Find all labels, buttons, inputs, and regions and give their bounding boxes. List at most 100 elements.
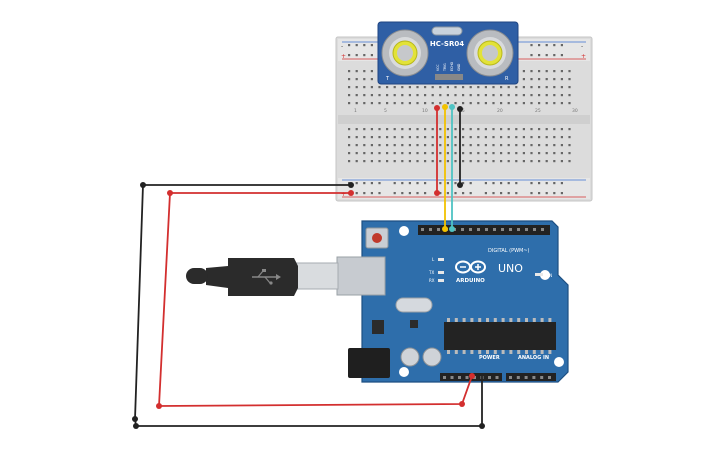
- rail-hole: [560, 44, 563, 47]
- rail-hole: [370, 44, 373, 47]
- breadboard-hole: [431, 160, 434, 163]
- usb-icon: [252, 269, 281, 285]
- breadboard-hole: [500, 86, 503, 89]
- breadboard-hole: [386, 86, 389, 89]
- breadboard-hole: [469, 94, 472, 97]
- breadboard-hole: [484, 102, 487, 105]
- rail-hole: [500, 192, 503, 195]
- rail-hole: [538, 192, 541, 195]
- breadboard-hole: [553, 70, 556, 73]
- breadboard-hole: [454, 160, 457, 163]
- breadboard-hole: [568, 86, 571, 89]
- breadboard-hole: [568, 102, 571, 105]
- breadboard-hole: [355, 78, 358, 81]
- rail-hole: [446, 182, 449, 185]
- breadboard-hole: [568, 94, 571, 97]
- analog-header[interactable]: [506, 373, 556, 381]
- usb-cable[interactable]: [186, 258, 339, 296]
- breadboard-hole: [484, 144, 487, 147]
- breadboard-hole: [446, 136, 449, 139]
- power-pin: [450, 376, 454, 379]
- breadboard-hole: [401, 128, 404, 131]
- chip-leg: [532, 350, 536, 354]
- rail-hole: [416, 192, 419, 195]
- rail-hole: [553, 192, 556, 195]
- rail-hole: [492, 192, 495, 195]
- breadboard-hole: [348, 136, 351, 139]
- chip-leg: [493, 350, 497, 354]
- breadboard-hole: [560, 128, 563, 131]
- breadboard-hole: [348, 78, 351, 81]
- breadboard-hole: [469, 160, 472, 163]
- col-label-30: 30: [572, 108, 578, 114]
- breadboard-hole: [424, 160, 427, 163]
- digital-pin: [461, 228, 464, 231]
- breadboard-hole: [454, 94, 457, 97]
- power-wire[interactable]: [156, 105, 475, 409]
- chip-leg: [486, 350, 489, 354]
- breadboard-hole: [522, 102, 525, 105]
- breadboard-hole: [355, 86, 358, 89]
- breadboard-hole: [355, 128, 358, 131]
- breadboard-hole: [538, 86, 541, 89]
- reset-button[interactable]: [365, 227, 389, 249]
- ground-wire[interactable]: [132, 106, 485, 429]
- breadboard-hole: [507, 86, 510, 89]
- rail-hole: [363, 182, 366, 185]
- digital-pin: [525, 228, 528, 231]
- breadboard-hole: [462, 144, 465, 147]
- rail-hole: [507, 192, 510, 195]
- breadboard-hole: [522, 160, 525, 163]
- arduino-model-label: UNO: [498, 262, 523, 275]
- rail-hole: [370, 192, 373, 195]
- breadboard-hole: [545, 136, 548, 139]
- echo-wire[interactable]: [449, 104, 455, 232]
- breadboard-hole: [568, 70, 571, 73]
- breadboard-hole: [363, 86, 366, 89]
- breadboard-hole: [355, 160, 358, 163]
- analog-pin: [548, 376, 551, 379]
- digital-pin: [437, 228, 440, 231]
- breadboard-hole: [386, 102, 389, 105]
- power-jack[interactable]: [348, 348, 390, 378]
- breadboard-hole: [370, 144, 373, 147]
- rail-hole: [355, 54, 358, 57]
- arduino-uno[interactable]: DIGITAL (PWM~) L TX RX UNO ARDUINO ON: [336, 220, 569, 383]
- breadboard-hole: [545, 160, 548, 163]
- breadboard-hole: [416, 144, 419, 147]
- breadboard-hole: [560, 94, 563, 97]
- digital-pin: [429, 228, 432, 231]
- hc-sr04-sensor[interactable]: HC-SR04 T R VCC TRIG ECHO GND: [377, 21, 519, 85]
- digital-pin: [533, 228, 536, 231]
- breadboard-hole: [363, 160, 366, 163]
- rail-hole: [355, 192, 358, 195]
- rail-hole: [363, 54, 366, 57]
- breadboard-hole: [439, 144, 442, 147]
- regulator-chip: [372, 320, 384, 334]
- breadboard-hole: [462, 94, 465, 97]
- breadboard-hole: [568, 78, 571, 81]
- breadboard-hole: [553, 144, 556, 147]
- led-l: [438, 258, 444, 261]
- rail-hole: [393, 192, 396, 195]
- breadboard-hole: [393, 94, 396, 97]
- breadboard-hole: [507, 152, 510, 155]
- chip-leg: [532, 318, 536, 322]
- rail-hole: [545, 192, 548, 195]
- digital-header[interactable]: [418, 225, 550, 235]
- breadboard-hole: [416, 152, 419, 155]
- rail-hole: [393, 182, 396, 185]
- trig-wire[interactable]: [442, 104, 448, 232]
- power-label: POWER: [479, 355, 500, 361]
- small-chip: [410, 320, 418, 328]
- breadboard-hole: [538, 78, 541, 81]
- breadboard-hole: [363, 144, 366, 147]
- breadboard-hole: [469, 152, 472, 155]
- power-pin: [465, 376, 469, 379]
- sensor-pin-header[interactable]: [435, 74, 463, 80]
- breadboard-hole: [408, 136, 411, 139]
- breadboard-hole: [370, 86, 373, 89]
- breadboard-hole: [378, 136, 381, 139]
- breadboard-hole: [553, 136, 556, 139]
- breadboard-hole: [462, 86, 465, 89]
